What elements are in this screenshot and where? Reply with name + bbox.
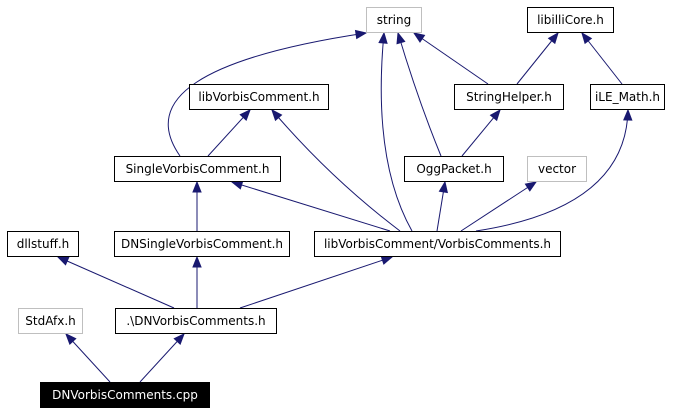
edge-line [239, 256, 393, 309]
edge-line [460, 181, 537, 232]
edge-arrowhead [412, 32, 426, 43]
node-dnvorbiscomments-cpp: DNVorbisComments.cpp [40, 382, 210, 408]
edge-arrowhead [239, 109, 251, 121]
edge-OggPacket-to-StringHelper [461, 108, 501, 157]
node-stdafx-h[interactable]: StdAfx.h [18, 308, 83, 334]
edge-arrowhead [56, 256, 70, 266]
edge-line [413, 32, 489, 85]
edge-arrowhead [396, 31, 406, 45]
node-vorbiscomments-h[interactable]: libVorbisComment/VorbisComments.h [314, 231, 561, 257]
edge-arrowhead [547, 31, 559, 45]
edge-line [581, 32, 623, 85]
edge-VorbisComments-to-vector [460, 181, 538, 232]
edge-SingleVorbisComment-to-string [167, 29, 368, 157]
node-singlevorbiscomment-h[interactable]: SingleVorbisComment.h [114, 156, 281, 182]
edge-arrowhead [271, 108, 283, 122]
edge-VorbisComments-to-SingleVorbisComment [230, 180, 391, 232]
edge-line [139, 333, 185, 383]
edge-VorbisComments-to-iLE_Math [475, 108, 633, 232]
edge-arrowhead [380, 255, 394, 265]
edge-StringHelper-to-libilliCore [516, 31, 559, 85]
edge-arrowhead [192, 180, 202, 193]
edge-arrowhead [378, 31, 388, 44]
edge-VorbisComments-to-libVorbisComment [271, 108, 401, 232]
edge-DNSingleVorbisComment-to-SingleVorbisComment [192, 180, 202, 231]
node-ile-math-h[interactable]: iLE_Math.h [590, 84, 665, 110]
edge-arrowhead [581, 31, 593, 45]
node-string[interactable]: string [366, 7, 422, 33]
edge-arrowhead [354, 29, 368, 40]
node-oggpacket-h[interactable]: OggPacket.h [404, 156, 504, 182]
edge-line [380, 32, 413, 232]
node-dnvorbiscomments-h[interactable]: .\DNVorbisComments.h [115, 308, 277, 334]
edge-arrowhead [489, 108, 501, 122]
node-dnsinglevorbiscomment-h[interactable]: DNSingleVorbisComment.h [114, 231, 290, 257]
edge-iLE_Math-to-libilliCore [581, 31, 623, 85]
edge-line [167, 32, 367, 157]
edge-line [271, 109, 401, 232]
node-stringhelper-h[interactable]: StringHelper.h [454, 84, 564, 110]
edge-StringHelper-to-string [412, 32, 489, 85]
edge-arrowhead [438, 180, 448, 194]
edge-line [65, 333, 111, 383]
edge-arrowhead [230, 180, 244, 190]
edge-line [397, 32, 442, 157]
edge-OggPacket-to-string [396, 31, 442, 157]
edge-line [231, 181, 391, 232]
edge-SingleVorbisComment-to-libVorbisComment [207, 109, 251, 157]
edge-DNVorbisComments_h-to-VorbisComments [239, 255, 394, 309]
edge-arrowhead [173, 333, 185, 345]
node-vector[interactable]: vector [527, 156, 587, 182]
edge-arrowhead [524, 181, 538, 192]
edge-DNVorbisComments_h-to-DNSingleVorbisComment [192, 255, 202, 308]
node-libvorbiscomment-h[interactable]: libVorbisComment.h [189, 84, 329, 110]
node-dllstuff-h[interactable]: dllstuff.h [7, 231, 79, 257]
node-libillicore-h[interactable]: libilliCore.h [527, 7, 614, 33]
edge-line [57, 256, 175, 309]
edge-arrowhead [623, 108, 633, 121]
edge-VorbisComments-to-OggPacket [436, 180, 448, 232]
edge-DNVorbisComments_cpp-to-StdAfx [65, 333, 111, 383]
edge-line [475, 109, 629, 232]
edge-VorbisComments-to-string [378, 31, 413, 232]
edge-arrowhead [192, 255, 202, 268]
edge-arrowhead [65, 333, 77, 345]
edge-DNVorbisComments_h-to-dllstuff [56, 256, 175, 309]
edge-line [516, 32, 559, 85]
edge-DNVorbisComments_cpp-to-DNVorbisComments_h [139, 333, 185, 383]
